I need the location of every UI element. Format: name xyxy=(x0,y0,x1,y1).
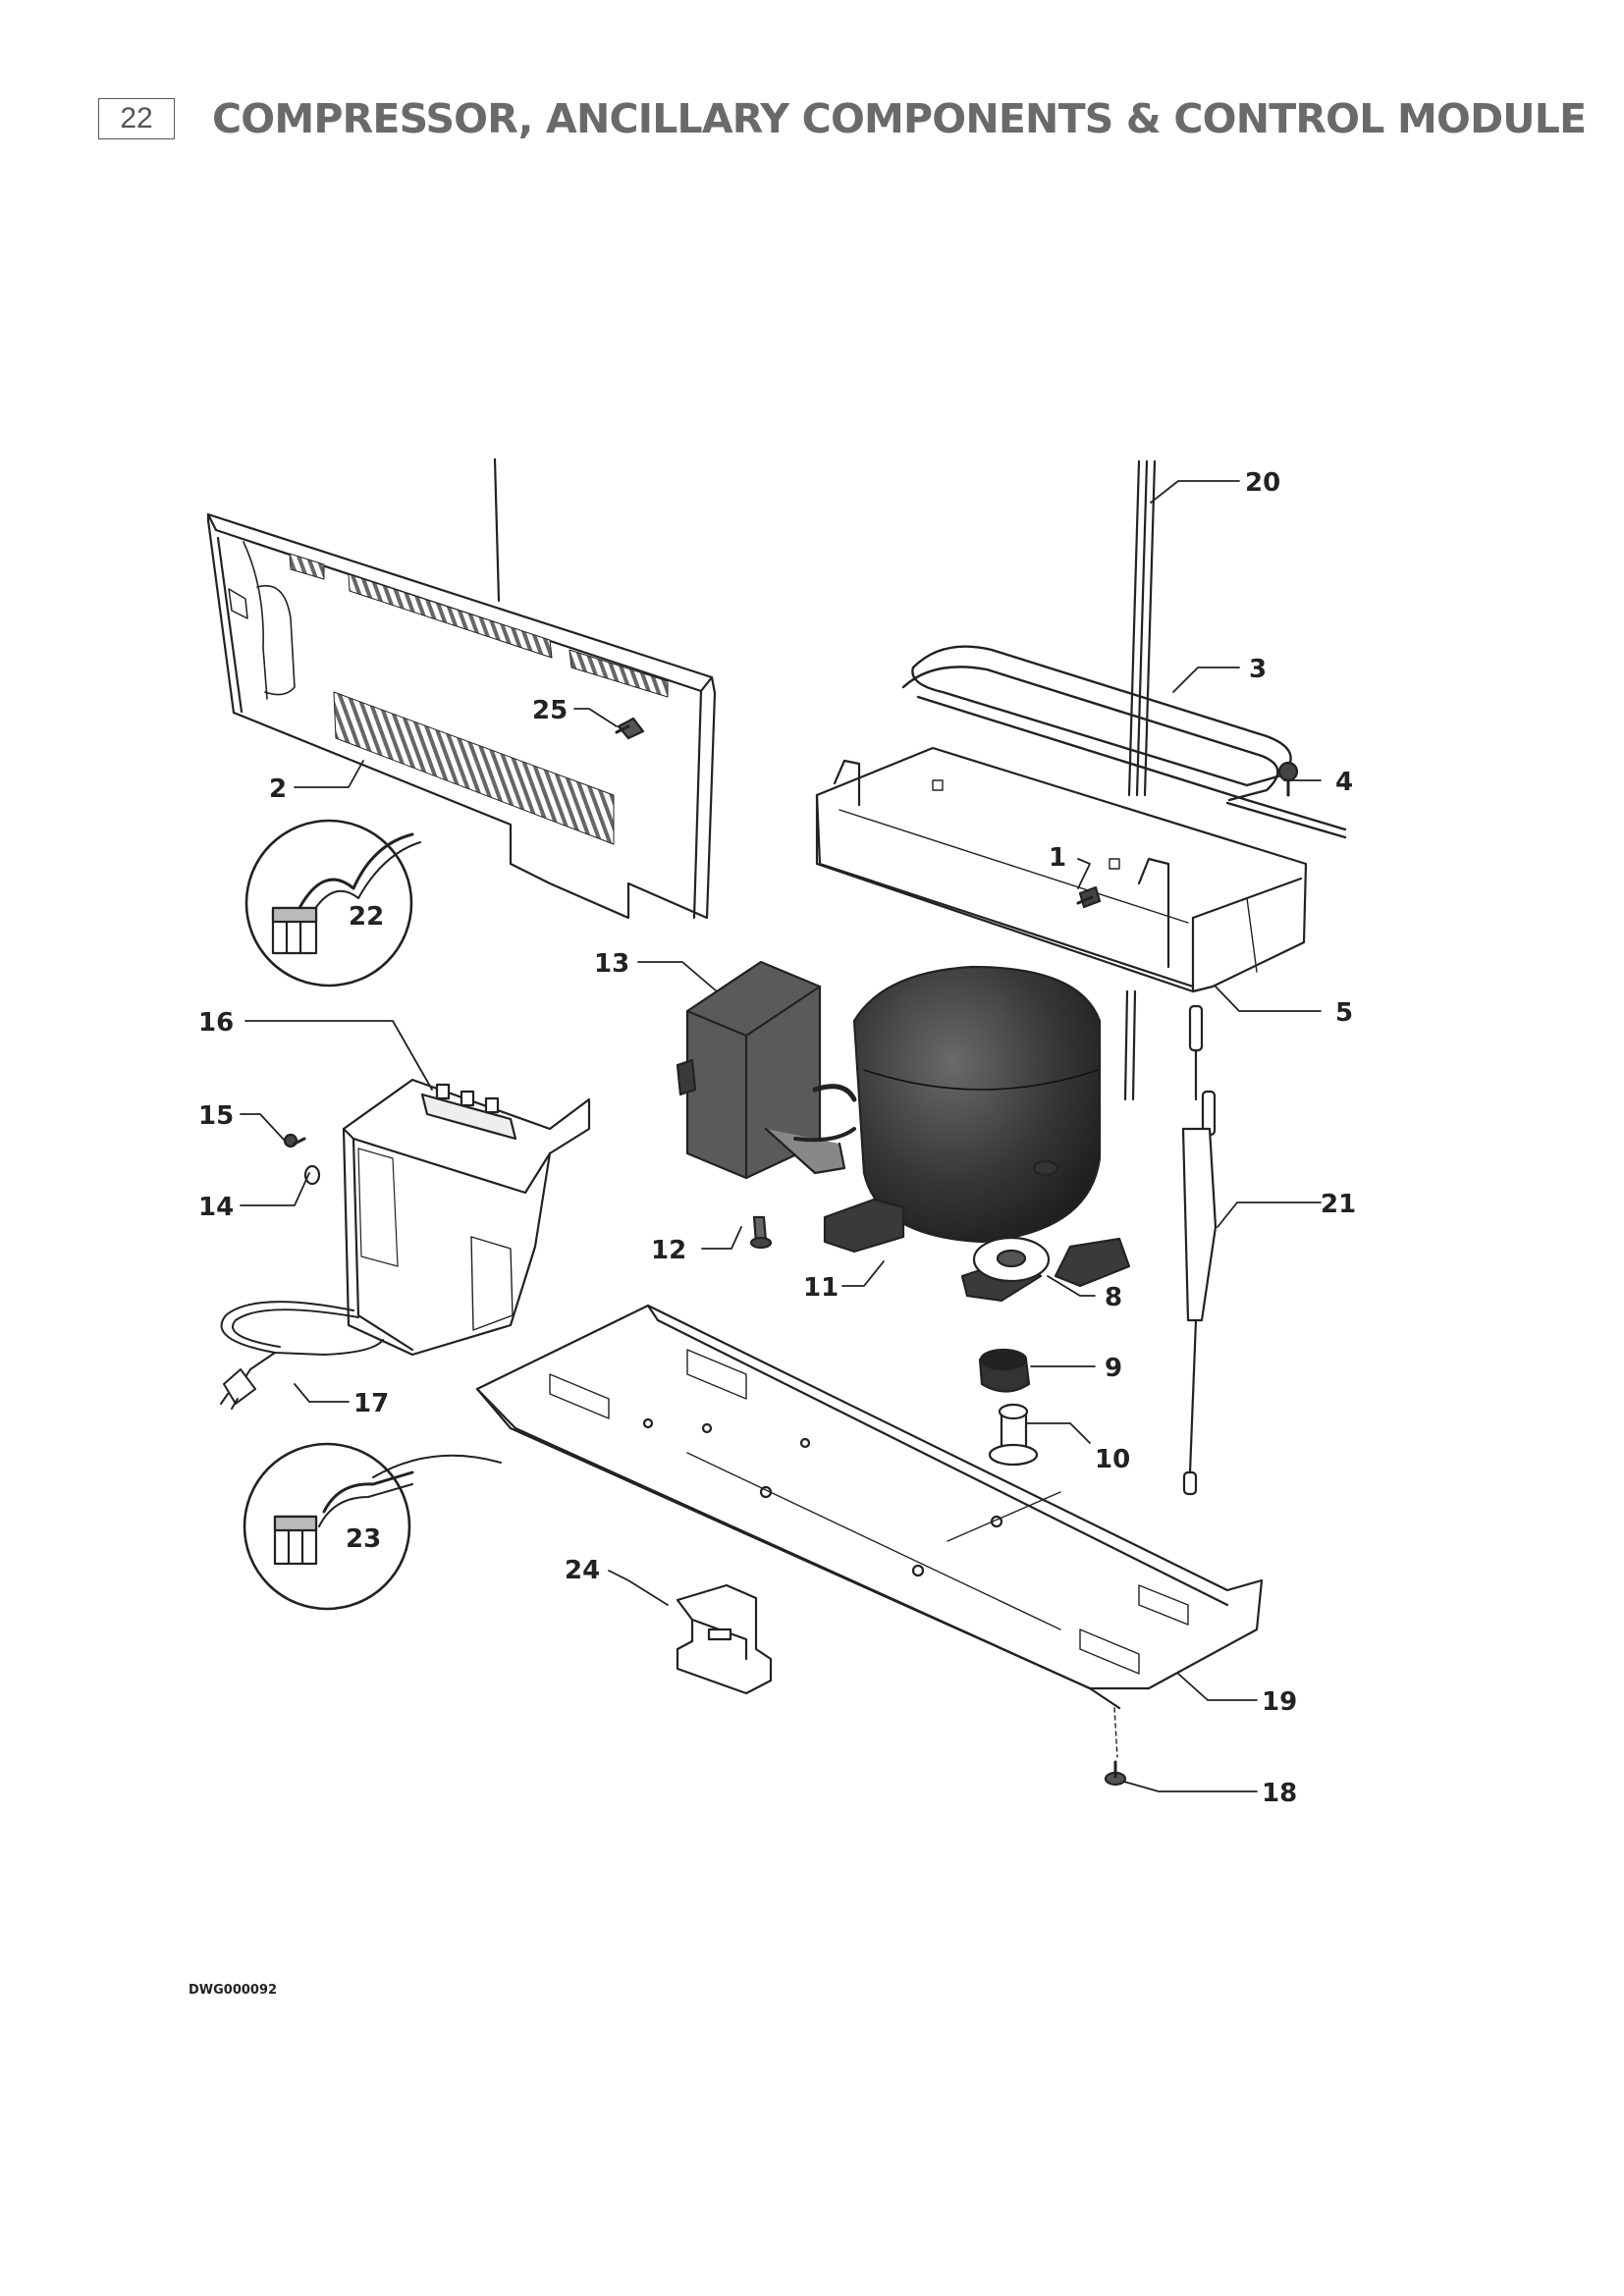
callout-12: 12 xyxy=(651,1236,686,1265)
callout-10: 10 xyxy=(1095,1445,1130,1474)
callout-1: 1 xyxy=(1049,843,1066,873)
refrigerant-tubes xyxy=(493,457,1157,1101)
callout-21: 21 xyxy=(1321,1190,1356,1219)
callout-8: 8 xyxy=(1105,1283,1122,1312)
callout-20: 20 xyxy=(1245,468,1280,498)
drawing-id: DWG000092 xyxy=(189,1983,278,1998)
callout-15: 15 xyxy=(198,1101,234,1131)
tray-screw xyxy=(1076,885,1102,909)
callout-3: 3 xyxy=(1249,655,1267,684)
rubber-grommet xyxy=(978,1348,1031,1393)
callout-18: 18 xyxy=(1262,1779,1297,1808)
connector-inset-22 xyxy=(244,819,421,988)
heater-coil xyxy=(901,645,1347,839)
module-plug xyxy=(303,1164,321,1186)
callout-16: 16 xyxy=(198,1008,234,1038)
callout-11: 11 xyxy=(803,1273,839,1303)
base-plate xyxy=(475,1304,1264,1758)
mounting-spacer xyxy=(988,1403,1039,1467)
panel-screw xyxy=(615,717,645,740)
base-screw xyxy=(1104,1760,1127,1787)
callout-24: 24 xyxy=(565,1556,600,1585)
start-relay xyxy=(676,960,846,1180)
coil-screw xyxy=(1277,761,1299,797)
callout-23: 23 xyxy=(346,1524,381,1554)
callout-14: 14 xyxy=(198,1193,234,1222)
page-title: COMPRESSOR, ANCILLARY COMPONENTS & CONTR… xyxy=(212,95,1587,142)
compressor xyxy=(793,965,1131,1303)
relay-bolt xyxy=(749,1215,773,1250)
back-panel xyxy=(206,512,717,920)
control-module xyxy=(342,1078,591,1357)
module-screw xyxy=(283,1133,306,1148)
connector-inset-23 xyxy=(243,1442,502,1611)
callout-4: 4 xyxy=(1335,768,1353,797)
callout-9: 9 xyxy=(1105,1354,1122,1383)
page-number: 22 xyxy=(98,98,175,139)
page-header: 22 COMPRESSOR, ANCILLARY COMPONENTS & CO… xyxy=(98,90,1587,149)
mounting-bracket xyxy=(676,1583,773,1695)
callout-22: 22 xyxy=(349,902,384,932)
callout-leaders xyxy=(240,480,1322,1792)
callout-5: 5 xyxy=(1335,998,1353,1028)
callout-17: 17 xyxy=(353,1389,389,1418)
callout-2: 2 xyxy=(269,774,287,804)
callout-13: 13 xyxy=(594,949,629,979)
callout-19: 19 xyxy=(1262,1687,1297,1717)
drain-tray xyxy=(815,746,1308,993)
mounting-grommet xyxy=(972,1236,1051,1283)
thermistor-probe xyxy=(1181,1004,1218,1496)
power-cord xyxy=(220,1301,384,1410)
callout-25: 25 xyxy=(532,696,568,725)
